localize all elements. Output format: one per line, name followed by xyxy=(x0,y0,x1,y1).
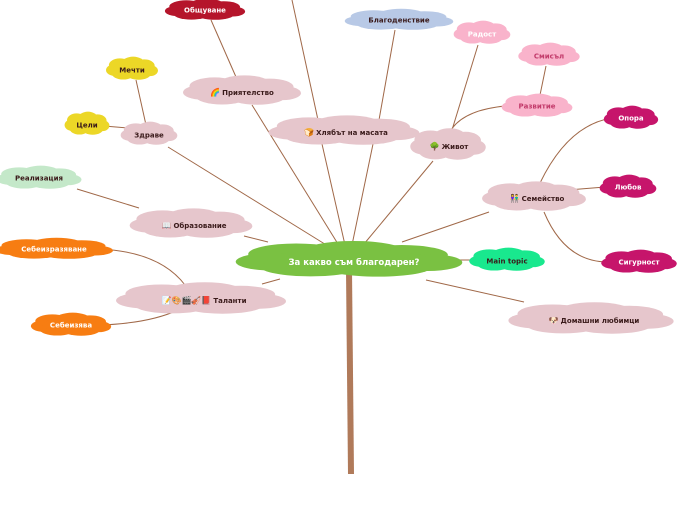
conn-hlyabat-central-b xyxy=(351,143,374,246)
topic-blagodenstvie[interactable]: Благоденствие xyxy=(368,16,430,25)
cloud-opora[interactable] xyxy=(603,105,659,129)
topic-domashni-lyubimtsi-text: Домашни любимци xyxy=(560,317,640,325)
book-icon: 📖 xyxy=(161,221,172,230)
topic-hlyabat-text: Хлябът на масата xyxy=(316,129,388,137)
cloud-obshtuvane[interactable] xyxy=(164,0,246,20)
cloud-sebeizrazyavane[interactable] xyxy=(0,237,113,259)
cloud-talanti[interactable] xyxy=(116,282,286,314)
topic-semeystvo-text: Семейство xyxy=(521,195,565,203)
topic-razvitie[interactable]: Развитие xyxy=(518,102,556,111)
topic-talanti-text: Таланти xyxy=(213,297,247,305)
cloud-blagodenstvie[interactable] xyxy=(344,8,454,30)
conn-sigurnost xyxy=(543,211,609,263)
conn-opora xyxy=(539,117,613,184)
topic-obrazovanie-text: Образование xyxy=(173,222,227,230)
conn-razvitie xyxy=(450,105,506,131)
topic-opora[interactable]: Опора xyxy=(618,114,644,123)
topic-smisal[interactable]: Смисъл xyxy=(533,52,565,61)
topic-tseli[interactable]: Цели xyxy=(76,121,98,130)
cloud-lyubov[interactable] xyxy=(599,174,657,198)
cloud-sigurnost[interactable] xyxy=(601,249,677,273)
topic-sebeizrazyavane[interactable]: Себеизразяване xyxy=(21,245,87,254)
dog-icon: 🐶 xyxy=(548,316,559,325)
topic-mechti[interactable]: Мечти xyxy=(119,66,145,75)
bread-icon: 🍞 xyxy=(304,128,315,137)
rainbow-icon: 🌈 xyxy=(210,88,221,97)
trunk-line xyxy=(346,269,354,475)
conn-zdrave-central xyxy=(167,146,329,247)
conn-obshtuvane xyxy=(291,0,319,121)
conn-radost xyxy=(451,44,479,131)
cloud-central[interactable] xyxy=(235,240,463,277)
conn-mechti xyxy=(135,79,147,126)
cloud-smisal[interactable] xyxy=(518,42,580,66)
conn-hlyabat-central xyxy=(321,143,346,246)
topic-priyatelstvo-text: Приятелство xyxy=(222,89,274,97)
cloud-domashni-lyubimtsi[interactable] xyxy=(508,302,674,334)
cloud-obrazovanie[interactable] xyxy=(129,208,253,238)
topic-obshtuvane[interactable]: Общуване xyxy=(184,6,226,15)
topic-semeystvo[interactable]: 👫Семейство xyxy=(510,195,565,203)
cloud-zdrave[interactable] xyxy=(120,121,178,145)
topic-obrazovanie[interactable]: 📖Образование xyxy=(161,222,226,230)
conn-semeystvo-central xyxy=(401,211,490,243)
tree-icon: 🌳 xyxy=(429,142,440,151)
cloud-semeystvo[interactable] xyxy=(482,181,586,211)
cloud-realizatsiya[interactable] xyxy=(0,165,82,189)
topic-zhivot[interactable]: 🌳Живот xyxy=(430,143,469,151)
topic-zhivot-text: Живот xyxy=(441,143,469,151)
cloud-hlyabat[interactable] xyxy=(268,115,420,145)
central-topic-label[interactable]: За какво съм благодарен? xyxy=(288,257,420,268)
topic-priyatelstvo[interactable]: 🌈Приятелство xyxy=(210,89,274,97)
cloud-zhivot[interactable] xyxy=(410,128,486,160)
topic-talanti[interactable]: 📝🎨🎬🎻📕Таланти xyxy=(162,297,247,305)
topic-hlyabat[interactable]: 🍞Хлябът на масата xyxy=(304,129,388,137)
conn-obrazovanie-central xyxy=(243,235,269,243)
conn-blagodenstvie xyxy=(378,29,396,121)
talents-icons: 📝🎨🎬🎻📕 xyxy=(161,296,212,305)
topic-domashni-lyubimtsi[interactable]: 🐶Домашни любимци xyxy=(549,317,640,325)
conn-zhivot-central xyxy=(363,160,434,245)
topic-lyubov[interactable]: Любов xyxy=(614,183,642,192)
cloud-tseli[interactable] xyxy=(64,111,110,135)
conn-priyatelstvo xyxy=(210,19,237,78)
conn-domashni-central xyxy=(425,279,525,303)
topic-sebeizyava[interactable]: Себеизява xyxy=(49,321,93,330)
topic-sigurnost[interactable]: Сигурност xyxy=(618,258,660,267)
conn-realizatsiya xyxy=(76,188,140,209)
topic-radost[interactable]: Радост xyxy=(467,30,497,39)
cloud-mechti[interactable] xyxy=(106,56,158,80)
cloud-priyatelstvo[interactable] xyxy=(183,75,301,105)
family-icon: 👫 xyxy=(509,194,520,203)
topic-realizatsiya[interactable]: Реализация xyxy=(14,174,64,183)
cloud-sebeizyava[interactable] xyxy=(30,312,112,336)
cloud-radost[interactable] xyxy=(453,20,511,44)
conn-talanti-central xyxy=(261,278,281,285)
topic-main-topic[interactable]: Main topic xyxy=(486,257,528,266)
topic-zdrave[interactable]: Здраве xyxy=(134,131,164,140)
cloud-main-topic[interactable] xyxy=(469,247,545,271)
conn-smisal xyxy=(539,65,547,96)
cloud-razvitie[interactable] xyxy=(501,93,573,117)
conn-priyatelstvo-central xyxy=(251,104,339,245)
